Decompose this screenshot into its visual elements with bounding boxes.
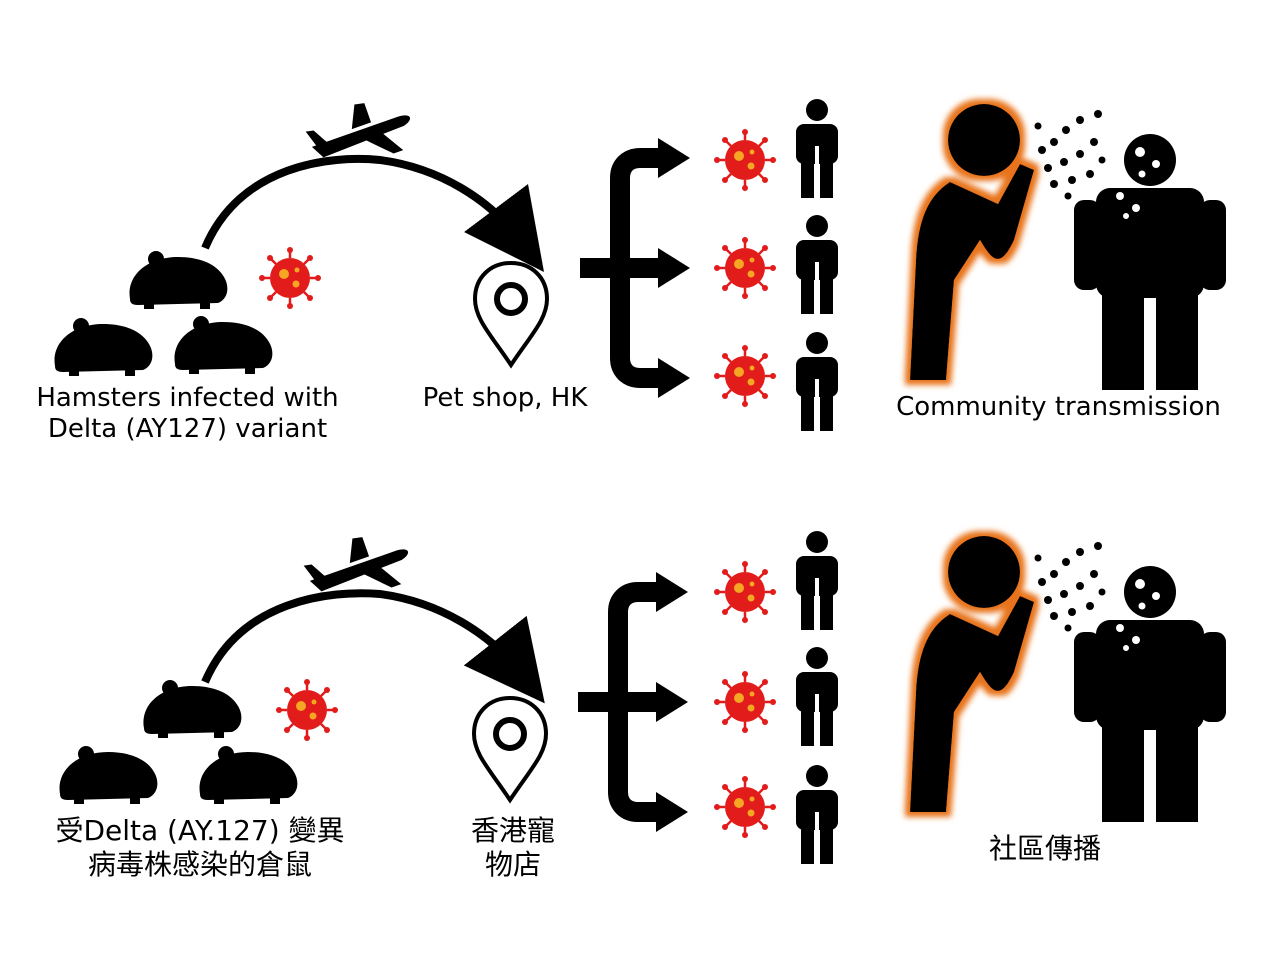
source-label: 受Delta (AY.127) 變異病毒株感染的倉鼠 xyxy=(55,814,345,881)
cough-transmission-icon xyxy=(910,536,1226,822)
hamster-icon xyxy=(54,318,153,376)
airplane-icon xyxy=(300,531,413,600)
destination-label: Pet shop, HK xyxy=(422,383,588,413)
panel-english: Hamsters infected with Delta (AY127) var… xyxy=(36,97,1280,445)
person-icon xyxy=(796,99,838,198)
hamster-icon xyxy=(59,746,158,804)
destination-label: 香港寵物店 xyxy=(470,814,555,881)
flight-arc xyxy=(201,154,545,272)
virus-icon xyxy=(712,343,778,409)
person-icon xyxy=(796,647,838,746)
virus-icon xyxy=(712,127,778,193)
virus-icon xyxy=(712,774,778,840)
branch-arrow-icon xyxy=(578,572,688,832)
virus-icon xyxy=(257,245,323,311)
person-icon xyxy=(796,215,838,314)
virus-icon xyxy=(274,677,340,743)
hamster-icon xyxy=(129,251,228,309)
outcome-label: 社區傳播 xyxy=(988,832,1101,865)
branch-arrow-icon xyxy=(580,138,690,398)
location-pin-icon xyxy=(475,263,547,365)
virus-icon xyxy=(712,235,778,301)
hamster-icon xyxy=(174,316,273,374)
hamster-icon xyxy=(199,746,298,804)
source-label: Hamsters infected with Delta (AY127) var… xyxy=(36,383,339,445)
cough-transmission-icon xyxy=(910,104,1226,390)
virus-icon xyxy=(712,559,778,625)
person-icon xyxy=(796,765,838,864)
flight-arc xyxy=(201,589,545,704)
virus-icon xyxy=(712,669,778,735)
location-pin-icon xyxy=(474,698,546,800)
hamster-icon xyxy=(143,680,242,738)
person-icon xyxy=(796,531,838,630)
outcome-label: Community transmission xyxy=(896,392,1221,422)
person-icon xyxy=(796,332,838,431)
panel-chinese: 受Delta (AY.127) 變異病毒株感染的倉鼠 香港寵物店 社區傳播 xyxy=(0,432,1280,912)
